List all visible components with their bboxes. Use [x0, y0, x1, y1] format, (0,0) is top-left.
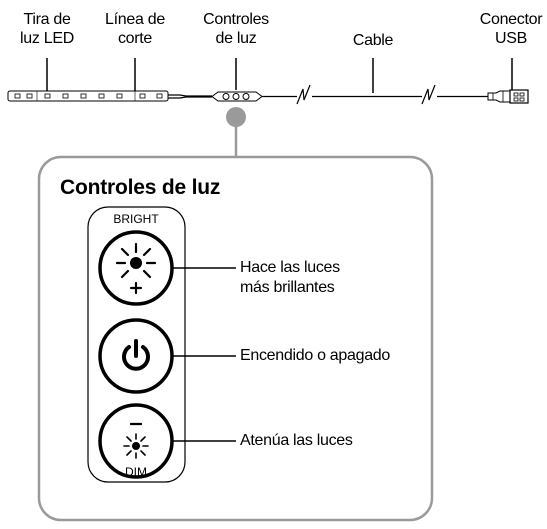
bright-caption: BRIGHT: [113, 212, 159, 226]
sun-plus-icon: [115, 242, 157, 295]
power-button[interactable]: [98, 318, 174, 394]
bright-description-line: más brillantes: [240, 279, 335, 296]
inline-controller: [211, 91, 263, 102]
strip-label-line: Tira de: [23, 11, 71, 28]
cable-label: Cable: [348, 31, 398, 50]
led-strip: [7, 90, 169, 102]
usb-label: Conector USB: [476, 10, 546, 48]
controls-label-line: de luz: [215, 30, 257, 47]
usb-label-line: USB: [495, 30, 527, 47]
strip-label: Tira de luz LED: [18, 10, 76, 48]
sun-minus-icon: [123, 422, 149, 459]
bright-description-line: Hace las luces: [240, 259, 340, 276]
label-leaders: [46, 58, 513, 93]
usb-connector: [487, 89, 529, 104]
cut-line-label-line: Línea de: [105, 11, 165, 28]
bright-button[interactable]: [98, 230, 174, 306]
panel-title: Controles de luz: [60, 176, 221, 199]
power-description-line: Encendido o apagado: [240, 347, 390, 364]
cut-line-label-line: corte: [117, 30, 153, 47]
callout-pointer: [226, 107, 246, 158]
strip-label-line: luz LED: [20, 30, 74, 47]
cable-break-marks: [296, 84, 436, 105]
controls-label-line: Controles: [203, 11, 269, 28]
power-description: Encendido o apagado: [240, 346, 390, 366]
dim-description: Atenúa las luces: [240, 431, 353, 451]
cable: [168, 94, 488, 99]
power-icon: [122, 339, 150, 371]
cable-label-text: Cable: [352, 32, 394, 49]
dim-description-line: Atenúa las luces: [240, 432, 353, 449]
cut-line-label: Línea de corte: [99, 10, 171, 48]
usb-label-line: Conector: [479, 11, 543, 28]
bright-description: Hace las luces más brillantes: [240, 258, 340, 298]
controls-label: Controles de luz: [198, 10, 274, 48]
button-leaders: [172, 267, 236, 442]
dim-caption: DIM: [125, 465, 147, 479]
